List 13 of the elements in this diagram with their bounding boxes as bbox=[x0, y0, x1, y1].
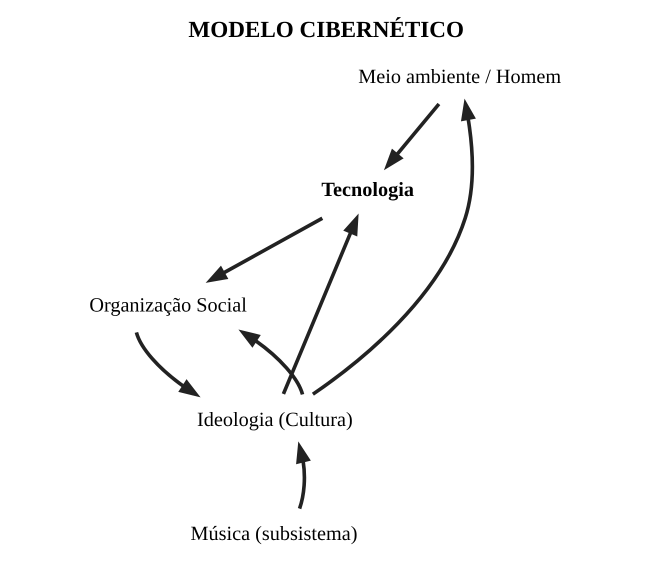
node-text: Organização Social bbox=[88, 294, 246, 317]
arrow bbox=[311, 98, 476, 396]
node-text: Meio ambiente / Homem bbox=[358, 66, 561, 88]
diagram-title: MODELO CIBERNÉTICO bbox=[188, 17, 464, 44]
arrow bbox=[205, 216, 323, 283]
node-text: Música (subsistema) bbox=[190, 523, 357, 546]
node-text: Ideologia (Cultura) bbox=[196, 408, 352, 431]
arrow bbox=[281, 213, 358, 395]
arrow bbox=[296, 441, 310, 510]
node-text: Tecnologia bbox=[320, 178, 414, 201]
arrow bbox=[238, 329, 304, 395]
arrow bbox=[134, 332, 200, 398]
arrow bbox=[383, 102, 440, 170]
